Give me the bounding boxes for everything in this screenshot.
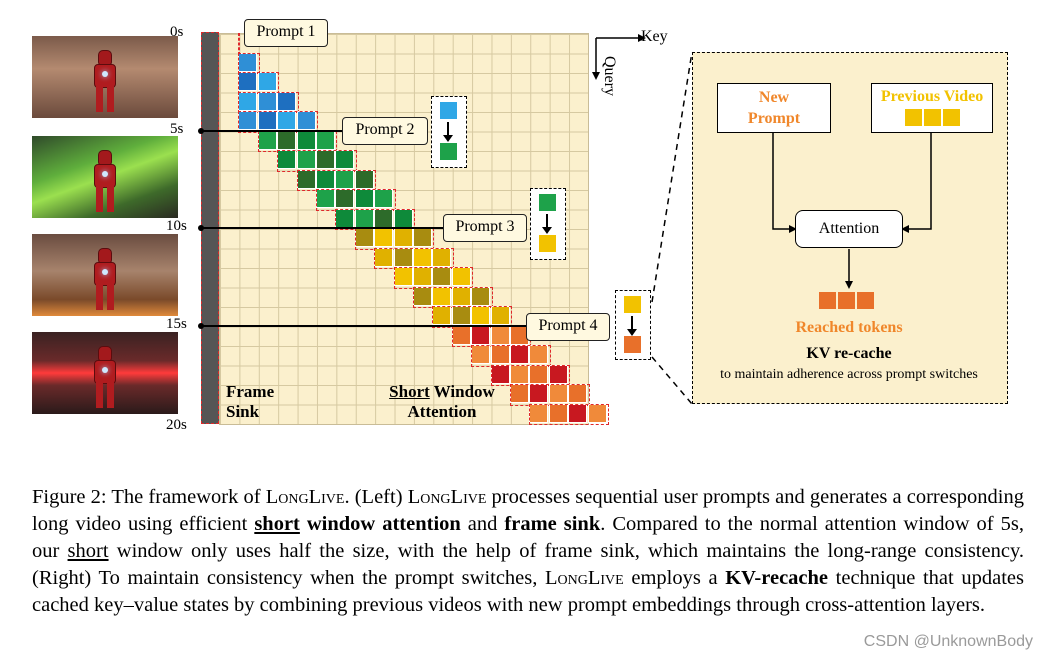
- video-token: [904, 109, 922, 126]
- window-outline: [238, 91, 299, 113]
- transition-3-to-4: [615, 290, 651, 360]
- window-outline: [354, 228, 435, 250]
- video-frame-4: [32, 332, 178, 414]
- recached-token: [838, 292, 855, 309]
- key-axis-label: Key: [641, 28, 668, 45]
- video-token: [942, 109, 960, 126]
- window-outline: [277, 150, 357, 172]
- recache-flow-arrows: [772, 133, 932, 289]
- kv-recache-subtitle: to maintain adherence across prompt swit…: [720, 367, 978, 382]
- prompt-2-box: Prompt 2: [342, 117, 428, 145]
- panel-connector-lines: [651, 52, 693, 405]
- new-prompt-box: New Prompt: [717, 83, 831, 133]
- recached-token: [819, 292, 836, 309]
- window-outline: [296, 169, 377, 191]
- kv-recache-panel: New Prompt Previous Video Attention Reac…: [692, 52, 1008, 404]
- window-outline: [471, 345, 551, 367]
- figure-caption: Figure 2: The framework of LongLive. (Le…: [32, 486, 1024, 616]
- time-label-15s: 15s: [166, 316, 187, 332]
- divider-line-10s: [201, 227, 443, 229]
- attention-box: Attention: [795, 210, 903, 248]
- window-outline: [257, 130, 338, 152]
- key-query-axis-icon: [592, 34, 646, 80]
- window-outline: [529, 403, 609, 425]
- window-outline: [510, 384, 590, 406]
- short-window-attention-label: Short Window Attention: [389, 382, 495, 421]
- recached-token-row: [819, 292, 874, 309]
- divider-line-5s: [201, 130, 342, 132]
- video-frame-3: [32, 234, 178, 316]
- prompt-3-box: Prompt 3: [443, 214, 527, 242]
- previous-video-box: Previous Video: [871, 83, 993, 133]
- divider-line-15s: [201, 325, 526, 327]
- kv-recache-title: KV re-cache: [806, 345, 892, 362]
- video-frame-1: [32, 36, 178, 118]
- query-axis-label: Query: [601, 56, 618, 96]
- window-outline: [490, 364, 571, 386]
- time-label-20s: 20s: [166, 417, 187, 433]
- window-outline: [451, 325, 532, 347]
- window-outline: [413, 286, 493, 308]
- window-outline: [374, 247, 454, 269]
- watermark: CSDN @UnknownBody: [863, 633, 1033, 650]
- frame-sink-label: Frame Sink: [226, 382, 275, 421]
- time-label-5s: 5s: [170, 121, 184, 137]
- prompt-4-box: Prompt 4: [526, 313, 610, 341]
- video-frame-2: [32, 136, 178, 218]
- transition-1-to-2: [431, 96, 467, 168]
- time-label-0s: 0s: [170, 24, 184, 40]
- video-token: [923, 109, 941, 126]
- window-outline: [316, 189, 396, 211]
- transition-2-to-3: [530, 188, 566, 260]
- time-label-10s: 10s: [166, 218, 187, 234]
- recached-tokens-label: Reached tokens: [795, 319, 903, 336]
- window-outline: [238, 72, 280, 94]
- window-outline: [238, 33, 241, 55]
- recached-token: [857, 292, 874, 309]
- window-outline: [393, 267, 474, 289]
- window-outline: [238, 52, 260, 74]
- prompt-1-box: Prompt 1: [244, 19, 328, 47]
